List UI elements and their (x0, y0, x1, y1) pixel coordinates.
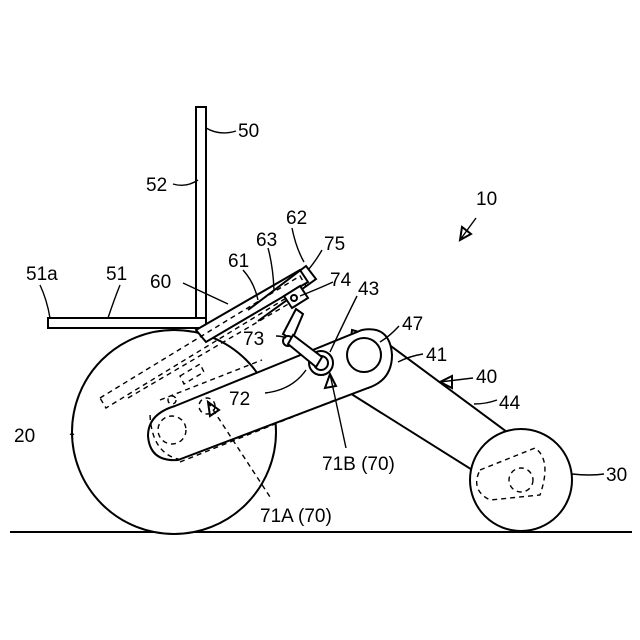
label-52: 52 (146, 175, 167, 196)
label-51: 51 (106, 264, 127, 285)
backrest-50 (48, 107, 206, 328)
label-75: 75 (324, 234, 345, 255)
label-72: 72 (229, 389, 250, 410)
label-43: 43 (358, 279, 379, 300)
label-71a: 71A (70) (260, 506, 332, 527)
label-20: 20 (14, 426, 35, 447)
label-44: 44 (499, 393, 521, 414)
label-47: 47 (402, 314, 423, 335)
label-62: 62 (286, 208, 307, 229)
label-60: 60 (150, 272, 171, 293)
label-63: 63 (256, 230, 277, 251)
label-10: 10 (476, 189, 497, 210)
label-73: 73 (243, 329, 264, 350)
label-50: 50 (238, 121, 259, 142)
label-51a: 51a (26, 264, 58, 285)
label-74: 74 (330, 270, 352, 291)
label-40: 40 (476, 367, 497, 388)
label-61: 61 (228, 251, 249, 272)
bracket-74 (283, 286, 322, 367)
label-71b: 71B (70) (322, 454, 395, 475)
label-41: 41 (426, 345, 447, 366)
label-30: 30 (606, 465, 627, 486)
front-wheel-30 (470, 429, 572, 531)
pivot-47 (347, 338, 381, 372)
